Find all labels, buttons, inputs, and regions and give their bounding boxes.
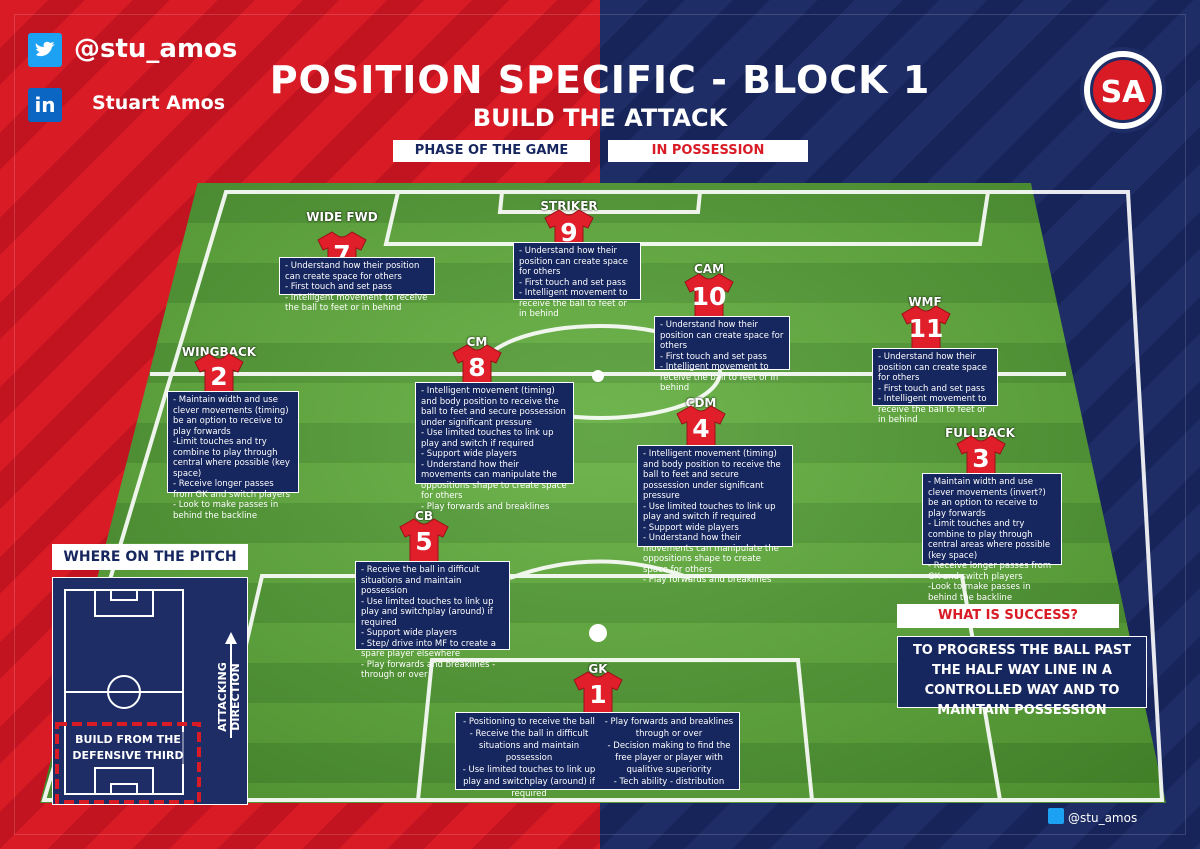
player-number: 11 bbox=[908, 314, 944, 343]
player-number: 8 bbox=[468, 353, 486, 382]
twitter-icon[interactable] bbox=[28, 33, 62, 67]
player-shirt: 11 bbox=[900, 304, 952, 350]
player-label-cam: CAM bbox=[693, 262, 725, 276]
linkedin-name[interactable]: Stuart Amos bbox=[92, 92, 226, 114]
player-label-fullback: FULLBACK bbox=[945, 426, 1015, 440]
penalty-arc bbox=[509, 559, 691, 580]
player-label-cm: CM bbox=[466, 335, 488, 349]
mini-pitch-lines bbox=[55, 589, 237, 804]
footer-twitter-handle[interactable]: @stu_amos bbox=[1068, 811, 1138, 825]
phase-value: IN POSSESSION bbox=[608, 140, 808, 162]
player-note: - Intelligent movement (timing) and body… bbox=[637, 445, 793, 585]
gk-note-box: - Positioning to receive the ball - Rece… bbox=[455, 712, 740, 799]
direction-label-wrap: ATTACKING DIRECTION bbox=[199, 644, 259, 744]
player-number: 1 bbox=[589, 680, 607, 709]
center-spot bbox=[592, 370, 604, 382]
player-note: - Understand how their position can crea… bbox=[654, 316, 790, 393]
player-number: 4 bbox=[692, 414, 710, 443]
player-number: 2 bbox=[210, 362, 228, 391]
page-subtitle: BUILD THE ATTACK bbox=[472, 104, 728, 132]
gk-note-right: - Play forwards and breaklines through o… bbox=[604, 717, 734, 787]
attacking-direction-label: ATTACKING DIRECTION bbox=[216, 662, 242, 732]
player-label-gk: GK bbox=[588, 662, 608, 676]
player-label-cdm: CDM bbox=[685, 396, 717, 410]
player-shirt: 10 bbox=[683, 272, 735, 318]
footer-twitter-icon[interactable] bbox=[1048, 808, 1064, 824]
player-note: - Intelligent movement (timing) and body… bbox=[415, 382, 574, 512]
player-label-wmf: WMF bbox=[908, 295, 942, 309]
player-label-wide-fwd: WIDE FWD bbox=[306, 210, 378, 224]
phase-label: PHASE OF THE GAME bbox=[393, 140, 590, 162]
penalty-spot bbox=[589, 624, 607, 642]
page-title: POSITION SPECIFIC - BLOCK 1 bbox=[269, 58, 931, 102]
player-note: - Receive the ball in difficult situatio… bbox=[355, 561, 510, 680]
sa-logo-text: SA bbox=[1090, 57, 1156, 123]
player-note: - Maintain width and use clever movement… bbox=[922, 473, 1062, 603]
player-number: 10 bbox=[691, 282, 727, 311]
linkedin-icon[interactable]: in bbox=[28, 88, 62, 122]
sa-logo: SA bbox=[1080, 47, 1166, 133]
top-goal-box bbox=[497, 190, 703, 214]
mini-pitch: ATTACKING DIRECTION BUILD FROM THE DEFEN… bbox=[52, 577, 248, 805]
player-label-striker: STRIKER bbox=[540, 199, 598, 213]
success-title: WHAT IS SUCCESS? bbox=[897, 604, 1119, 628]
player-note: - Understand how their position can crea… bbox=[513, 242, 641, 319]
player-shirt: 4 bbox=[675, 404, 727, 450]
player-label-cb: CB bbox=[415, 509, 433, 523]
bottom-goal-box bbox=[415, 658, 815, 802]
player-note: - Understand how their position can crea… bbox=[279, 257, 435, 313]
player-number: 9 bbox=[560, 218, 578, 247]
zone-label: BUILD FROM THE DEFENSIVE THIRD bbox=[69, 732, 187, 764]
twitter-handle[interactable]: @stu_amos bbox=[74, 34, 238, 64]
player-shirt: 3 bbox=[955, 434, 1007, 480]
player-note: - Understand how their position can crea… bbox=[872, 348, 998, 425]
player-number: 5 bbox=[415, 527, 433, 556]
gk-note-left: - Positioning to receive the ball - Rece… bbox=[462, 717, 596, 799]
player-shirt: 2 bbox=[193, 352, 245, 398]
player-shirt: 5 bbox=[398, 517, 450, 563]
page-frame bbox=[14, 14, 1186, 835]
player-shirt: 8 bbox=[451, 343, 503, 389]
success-body: TO PROGRESS THE BALL PAST THE HALF WAY L… bbox=[897, 636, 1147, 718]
player-shirt: 1 bbox=[572, 670, 624, 716]
player-note: - Maintain width and use clever movement… bbox=[167, 391, 299, 521]
player-label-wingback: WINGBACK bbox=[181, 345, 257, 359]
top-penalty-box bbox=[383, 190, 991, 246]
where-title: WHERE ON THE PITCH bbox=[52, 544, 248, 570]
player-number: 3 bbox=[972, 444, 990, 473]
